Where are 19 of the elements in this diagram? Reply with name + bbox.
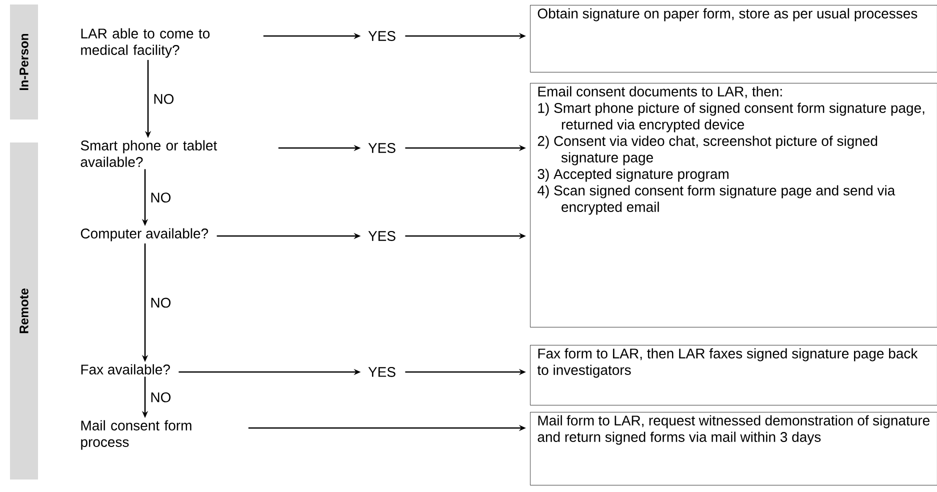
question-text: Computer available?: [80, 228, 208, 242]
outcome-box: Mail form to LAR, request witnessed demonstration of signature and return signed forms via mail within 3 days: [530, 412, 937, 486]
question-text: Mail consent form process: [81, 420, 192, 450]
question-text: Fax available?: [81, 364, 170, 374]
edge-label: NO: [149, 192, 172, 204]
answer-text: YES: [368, 143, 396, 153]
edge-label: NO: [149, 391, 172, 404]
outcome-box: Obtain signature on paper form, store as per usual processes: [530, 5, 937, 72]
outcome-box: Fax form to LAR, then LAR faxes signed signature page back to investigators: [530, 345, 937, 406]
side-band: In-Person: [10, 4, 38, 120]
question-text: Smart phone or tablet available?: [80, 140, 218, 167]
question-text: LAR able to come to medical facility?: [81, 28, 210, 58]
edge-label: NO: [152, 93, 176, 105]
edge-label: NO: [149, 296, 172, 309]
side-band: Remote: [10, 142, 38, 480]
outcome-box: Email consent documents to LAR, then: 1) Smart phone picture of signed consent form signature page, returned via encrypted device 2) Consent via video chat, screenshot picture of signed signature page 3) Accepted signature program 4) Scan signed consent form signature page and send via encrypted email: [530, 83, 937, 328]
answer-text: YES: [368, 367, 396, 377]
answer-text: YES: [368, 231, 396, 241]
answer-text: YES: [368, 31, 396, 41]
